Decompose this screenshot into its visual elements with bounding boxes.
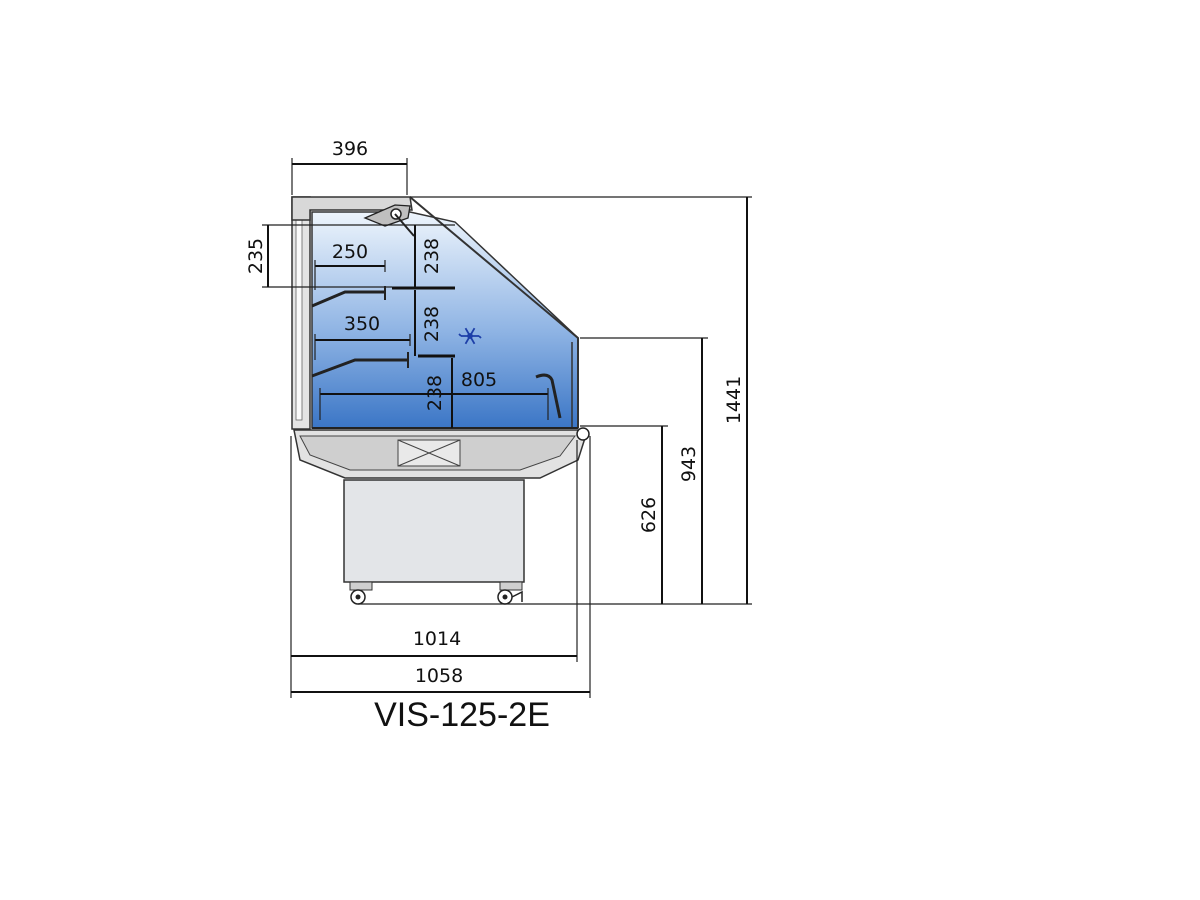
dim-shelf2-height: 238 [421,306,443,342]
dim-depth-total: 1058 [415,665,463,687]
shelves [311,286,578,429]
model-name: VIS-125-2E [374,696,550,734]
dimension-lines [262,158,752,698]
dim-front-glass-height: 943 [678,446,700,482]
cabinet-body [291,196,590,605]
snowflake-icon [458,327,482,345]
dim-shelf1-height: 238 [421,238,443,274]
dim-shelf-spacing-top: 235 [245,238,267,274]
dim-total-height: 1441 [723,376,745,424]
dim-depth-inner: 1014 [413,628,461,650]
dim-counter-height: 626 [638,497,660,533]
dim-top-width: 396 [332,138,368,160]
dim-base-height: 238 [424,375,446,411]
dim-shelf1-depth: 250 [332,241,368,263]
dim-shelf2-depth: 350 [344,313,380,335]
caster-wheels [349,581,523,605]
dim-base-depth: 805 [461,369,497,391]
